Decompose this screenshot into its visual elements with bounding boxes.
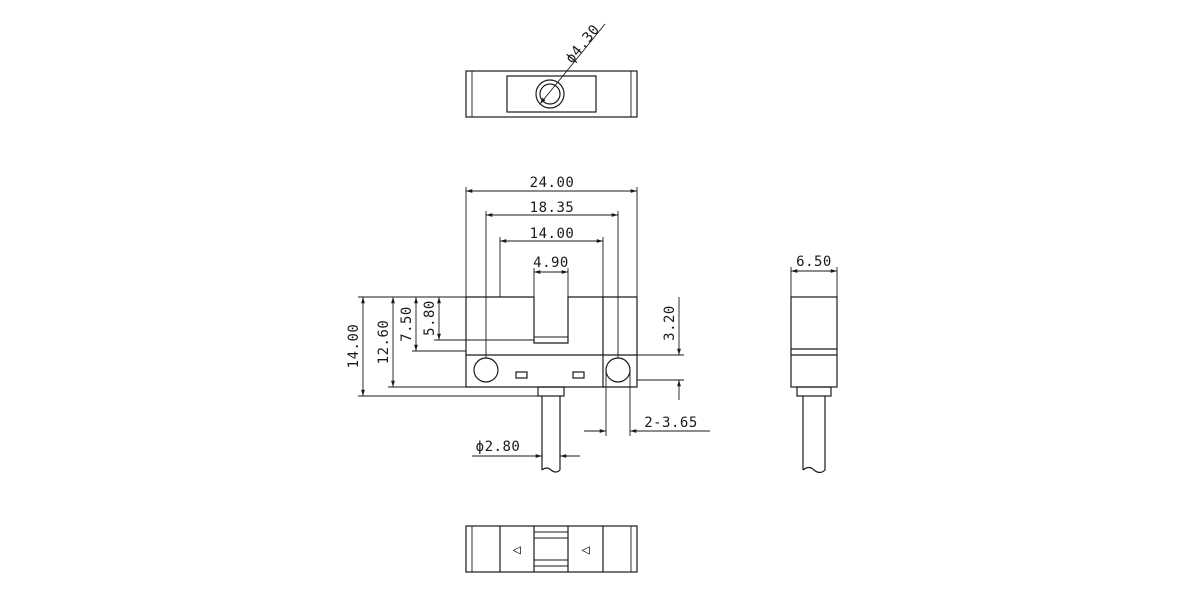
thickness-label: 6.50 bbox=[796, 254, 832, 270]
left-arrow-icon: ◁ bbox=[513, 542, 522, 558]
right-arrow-icon: ◁ bbox=[582, 542, 591, 558]
hole-diameter-label: ϕ4.30 bbox=[563, 22, 604, 67]
hole-spacing-label: 18.35 bbox=[530, 200, 575, 216]
body-height-label: 12.60 bbox=[376, 320, 392, 365]
overall-height-label: 14.00 bbox=[346, 324, 362, 369]
cable-diameter-label: ϕ2.80 bbox=[476, 439, 521, 455]
inner-depth-label: 5.80 bbox=[422, 300, 438, 336]
inner-width-label: 14.00 bbox=[530, 226, 575, 242]
hole-offset-label: 3.20 bbox=[662, 305, 678, 341]
bottom-view: ◁ ◁ bbox=[465, 525, 638, 573]
mounting-holes-label: 2-3.65 bbox=[644, 415, 698, 431]
side-view: 6.50 bbox=[790, 254, 838, 474]
top-view: ϕ4.30 bbox=[465, 22, 638, 118]
slot-width-label: 4.90 bbox=[533, 255, 569, 271]
overall-width-label: 24.00 bbox=[530, 175, 575, 191]
slot-depth-label: 7.50 bbox=[399, 306, 415, 342]
front-view: 24.00 18.35 14.00 4.90 14.00 12.60 7.50 bbox=[346, 175, 710, 473]
